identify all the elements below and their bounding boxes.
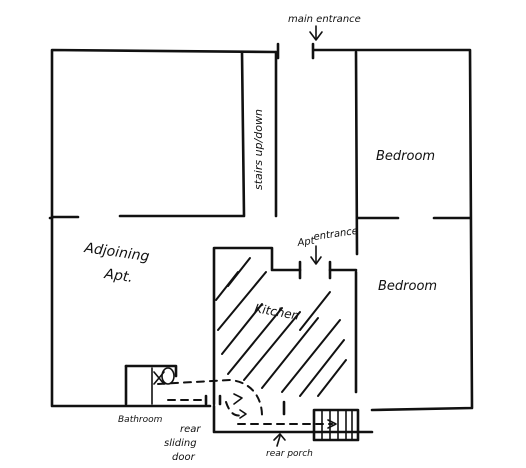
bedroom-bottom-label: Bedroom xyxy=(378,279,437,294)
apt-entrance-label-line1: Apt xyxy=(296,236,317,250)
bedroom-walls xyxy=(354,50,472,394)
stairs-label: stairs up/down xyxy=(252,109,265,190)
bedroom-top-label: Bedroom xyxy=(376,149,435,164)
bathroom xyxy=(124,364,178,406)
label-arrows xyxy=(273,25,323,447)
outer-walls xyxy=(48,48,474,412)
adjoining-apt-walls xyxy=(50,50,278,219)
kitchen-walls xyxy=(212,246,374,434)
rear-porch-steps xyxy=(282,400,360,442)
apt-entrance-label-line2: entrance xyxy=(313,226,359,243)
adjoining-apt-label-line2: Apt. xyxy=(102,266,133,286)
adjoining-apt-label-line1: Adjoining xyxy=(82,240,150,265)
bathroom-label: Bathroom xyxy=(118,415,163,425)
rear-porch-label: rear porch xyxy=(266,449,313,459)
rear-sliding-label-line2: sliding xyxy=(164,438,197,449)
walking-path xyxy=(157,378,333,425)
rear-sliding-label-line3: door xyxy=(172,452,196,463)
kitchen-hatching xyxy=(215,257,347,397)
main-entrance-door xyxy=(276,42,315,60)
rear-sliding-door xyxy=(204,394,222,406)
rear-sliding-label-line1: rear xyxy=(180,424,201,435)
main-entrance-label: main entrance xyxy=(288,14,361,25)
kitchen-label: Kitchen xyxy=(253,301,300,323)
